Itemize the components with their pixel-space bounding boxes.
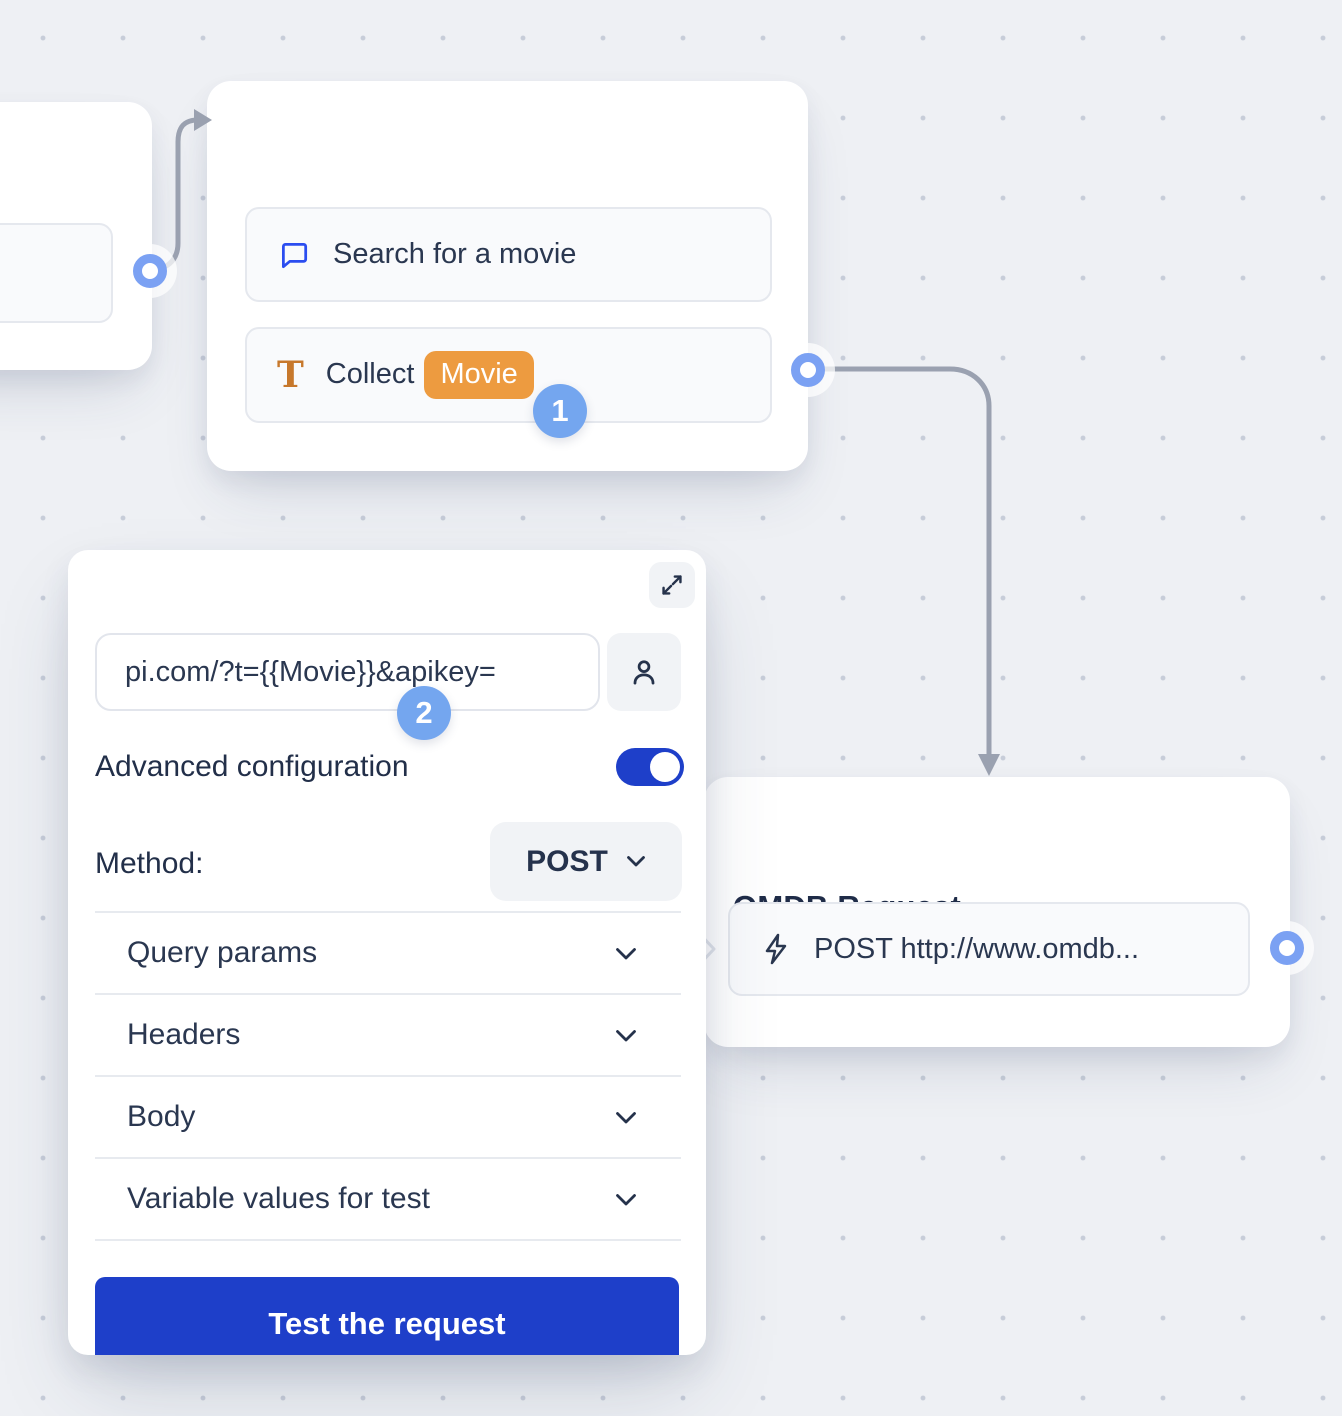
step-badge-1: 1 bbox=[533, 384, 587, 438]
block-send-message[interactable]: Search for a movie bbox=[245, 207, 772, 302]
section-body[interactable]: Body bbox=[95, 1077, 681, 1159]
advanced-configuration-toggle[interactable] bbox=[616, 748, 684, 786]
expand-icon bbox=[662, 575, 682, 595]
output-port-left-card[interactable] bbox=[133, 254, 167, 288]
block-label: Search for a movie bbox=[333, 238, 577, 270]
variable-chip-movie[interactable]: Movie bbox=[424, 351, 534, 399]
section-label: Body bbox=[127, 1100, 196, 1133]
method-value: POST bbox=[526, 844, 608, 878]
test-request-button[interactable]: Test the request bbox=[95, 1277, 679, 1355]
chevron-down-icon bbox=[616, 1030, 636, 1042]
chat-bubble-icon bbox=[277, 238, 311, 272]
output-port-omdb-request[interactable] bbox=[1270, 931, 1304, 965]
chevron-down-icon bbox=[616, 948, 636, 960]
text-input-icon: T bbox=[277, 354, 304, 396]
chevron-down-icon bbox=[626, 856, 645, 867]
section-label: Variable values for test bbox=[127, 1182, 430, 1215]
previous-node-row[interactable] bbox=[0, 223, 113, 323]
connector-movie-to-omdb bbox=[821, 366, 992, 757]
section-query-params[interactable]: Query params bbox=[95, 913, 681, 995]
chevron-down-icon bbox=[616, 1194, 636, 1206]
url-input[interactable] bbox=[95, 633, 600, 711]
block-label: POST http://www.omdb... bbox=[814, 932, 1140, 965]
section-label: Headers bbox=[127, 1018, 241, 1051]
accordion-sections: Query params Headers Body Variable value… bbox=[95, 911, 681, 1241]
person-button[interactable] bbox=[607, 633, 681, 711]
advanced-configuration-label: Advanced configuration bbox=[95, 750, 409, 783]
toggle-knob bbox=[650, 752, 680, 782]
section-variable-values[interactable]: Variable values for test bbox=[95, 1159, 681, 1241]
node-omdb-request[interactable]: OMDB Request POST http://www.omdb... bbox=[696, 777, 1290, 1047]
person-icon bbox=[633, 660, 655, 685]
output-port-movie-search[interactable] bbox=[791, 353, 825, 387]
chevron-down-icon bbox=[616, 1112, 636, 1124]
node-movie-search[interactable]: Movie search Search for a movie T Collec… bbox=[207, 81, 808, 471]
expand-button[interactable] bbox=[649, 562, 695, 608]
previous-node-card[interactable] bbox=[0, 102, 152, 370]
block-webhook-request[interactable]: POST http://www.omdb... bbox=[728, 902, 1250, 996]
section-headers[interactable]: Headers bbox=[95, 995, 681, 1077]
webhook-config-panel[interactable]: 2 Advanced configuration Method: POST Qu… bbox=[68, 550, 706, 1355]
lightning-icon bbox=[760, 932, 792, 966]
method-select[interactable]: POST bbox=[490, 822, 682, 901]
step-badge-2: 2 bbox=[397, 686, 451, 740]
arrowhead-into-omdb-node bbox=[978, 754, 1000, 776]
section-label: Query params bbox=[127, 936, 318, 969]
method-label: Method: bbox=[95, 847, 204, 880]
